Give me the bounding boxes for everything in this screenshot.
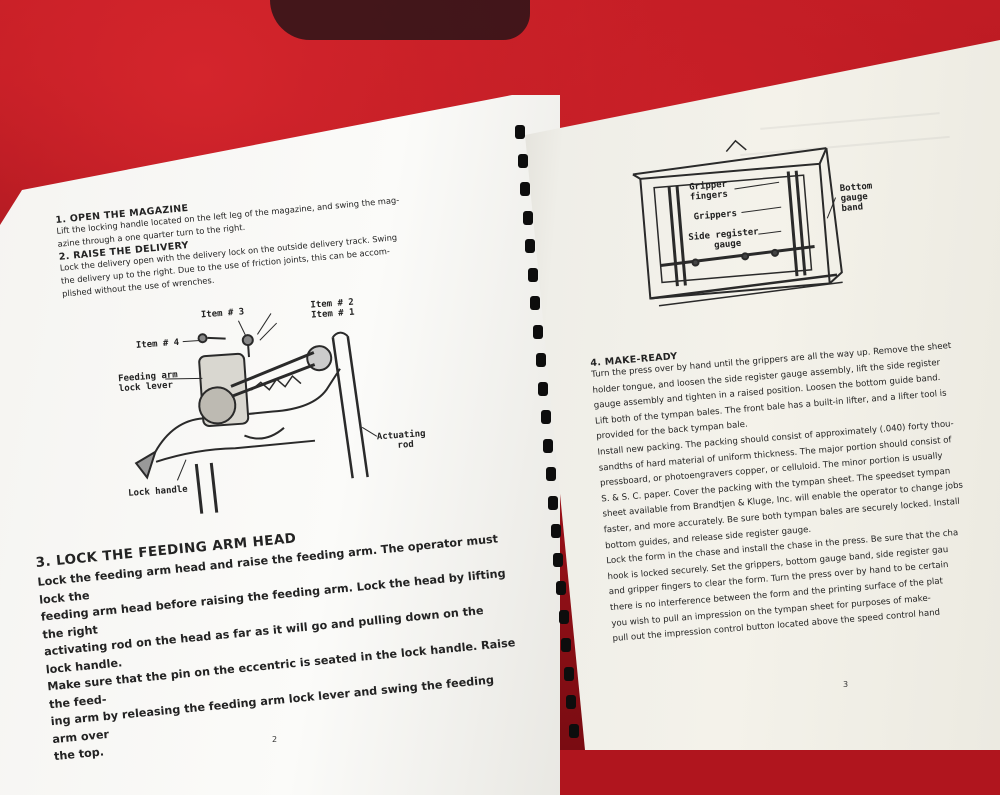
binding-coil [568, 723, 579, 738]
binding-coil [532, 324, 543, 339]
actuating-rod-label-line2: rod [397, 439, 415, 451]
binding-coil [561, 638, 572, 652]
binding-coil [522, 210, 533, 225]
binding-coil [553, 552, 564, 567]
binding-coil [548, 495, 559, 510]
binding-coil [543, 438, 554, 453]
binding-coil [540, 410, 551, 424]
dark-fabric-fold [270, 0, 530, 40]
right-page [525, 40, 1000, 750]
bottom-gauge-band-label-line3: band [841, 202, 864, 215]
feeding-arm-illustration [134, 313, 378, 514]
binding-coil [520, 182, 531, 196]
binding-coil [517, 153, 528, 168]
right-page-text: 4. MAKE-READY Turn the press over by han… [590, 324, 1000, 648]
binding-coil [527, 267, 538, 282]
binding-coil [538, 381, 549, 396]
gripper-diagram: Gripper fingers Grippers Side register g… [625, 119, 890, 329]
binding-coil [525, 239, 536, 253]
binding-coil [515, 125, 525, 139]
spiral-binding [500, 125, 590, 765]
binding-coil [563, 666, 574, 681]
binding-coil [535, 353, 546, 367]
left-page-number: 2 [272, 735, 278, 744]
right-page-number: 3 [843, 680, 849, 689]
section-3: 3. LOCK THE FEEDING ARM HEAD Lock the fe… [35, 511, 523, 766]
binding-coil [558, 609, 569, 624]
binding-coil [566, 695, 577, 709]
binding-coil [545, 467, 556, 481]
binding-coil [530, 296, 541, 310]
binding-coil [550, 524, 561, 538]
binding-coil [556, 581, 567, 595]
feeding-arm-diagram: Item # 3 Item # 2 Item # 1 Item # 4 Feed… [105, 282, 449, 519]
gripper-illustration [632, 139, 843, 307]
